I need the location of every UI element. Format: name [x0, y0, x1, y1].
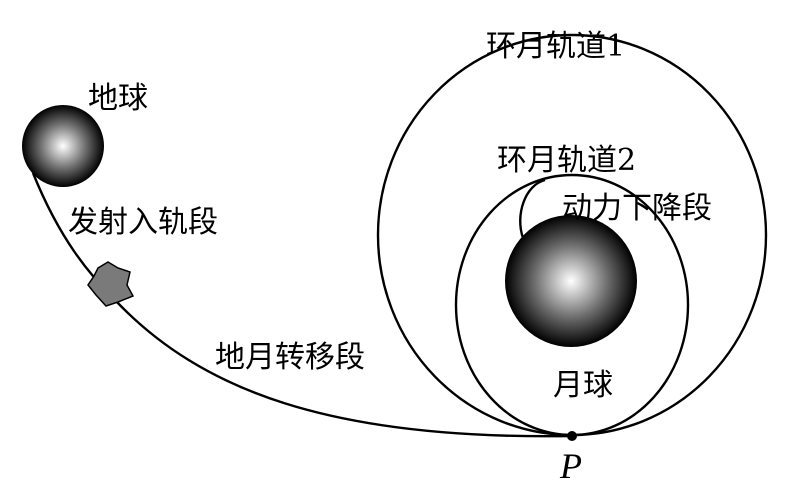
- lunar-orbit-1-label: 环月轨道1: [486, 29, 625, 64]
- earth-sphere: [22, 105, 104, 187]
- transfer-segment-label: 地月转移段: [215, 340, 365, 375]
- moon-label: 月球: [553, 368, 613, 403]
- lunar-orbit-2-label: 环月轨道2: [497, 143, 636, 178]
- powered-descent-arc: [519, 178, 546, 239]
- launch-segment-label: 发射入轨段: [68, 205, 218, 240]
- point-p-dot: [567, 431, 577, 441]
- earth-label: 地球: [88, 81, 148, 116]
- probe-icon: [87, 261, 135, 307]
- descent-segment-label: 动力下降段: [562, 191, 712, 226]
- launch-transfer-trajectory: [31, 172, 573, 438]
- moon-sphere: [505, 215, 637, 347]
- point-p-label: P: [559, 446, 582, 486]
